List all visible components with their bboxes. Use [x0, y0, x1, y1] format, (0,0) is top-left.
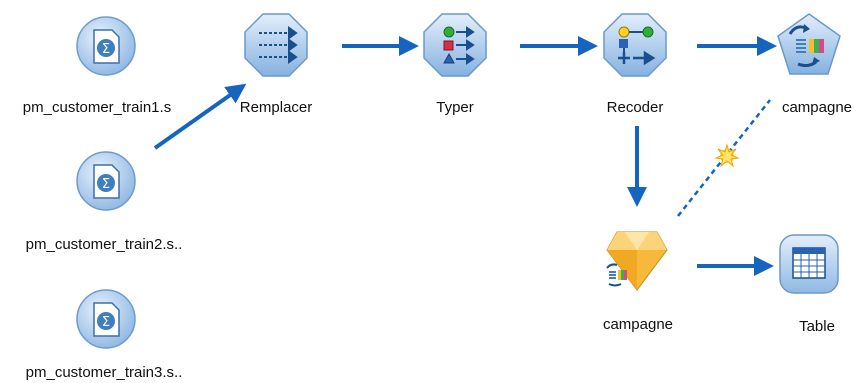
svg-text:Σ: Σ	[102, 177, 110, 192]
svg-text:Σ: Σ	[102, 315, 110, 330]
source-node-3[interactable]: Σ	[75, 288, 137, 350]
table-node-label: Table	[799, 318, 835, 335]
source-node-2[interactable]: Σ	[75, 150, 137, 212]
type-shapes-icon	[423, 13, 487, 77]
campagne-nugget-label: campagne	[602, 316, 674, 333]
source-node-1-label: pm_customer_train1.s	[22, 99, 172, 116]
source-file-icon: Σ	[76, 16, 136, 76]
link-source1-remplacer[interactable]	[153, 83, 247, 150]
recoder-node-label: Recoder	[606, 99, 664, 116]
replace-arrows-icon	[244, 13, 308, 77]
refresh-star-icon	[714, 143, 740, 168]
remplacer-node[interactable]	[243, 12, 309, 78]
campagne-nugget-node[interactable]	[605, 230, 669, 292]
recoder-node[interactable]	[602, 12, 668, 78]
recode-icon	[603, 13, 667, 77]
source-node-1[interactable]: Σ	[75, 15, 137, 77]
model-pentagon-icon	[777, 13, 841, 75]
source-file-icon: Σ	[76, 289, 136, 349]
campagne-model-node[interactable]	[776, 12, 842, 78]
typer-node[interactable]	[422, 12, 488, 78]
source-file-icon: Σ	[76, 151, 136, 211]
source-node-2-label: pm_customer_train2.s..	[25, 236, 183, 253]
campagne-model-label: campagne	[781, 99, 853, 116]
model-nugget-icon	[606, 231, 668, 291]
remplacer-node-label: Remplacer	[239, 99, 313, 116]
typer-node-label: Typer	[436, 99, 474, 116]
table-node[interactable]	[778, 233, 840, 295]
source-node-3-label: pm_customer_train3.s..	[25, 364, 183, 381]
table-grid-icon	[779, 234, 839, 294]
svg-text:Σ: Σ	[102, 42, 110, 57]
